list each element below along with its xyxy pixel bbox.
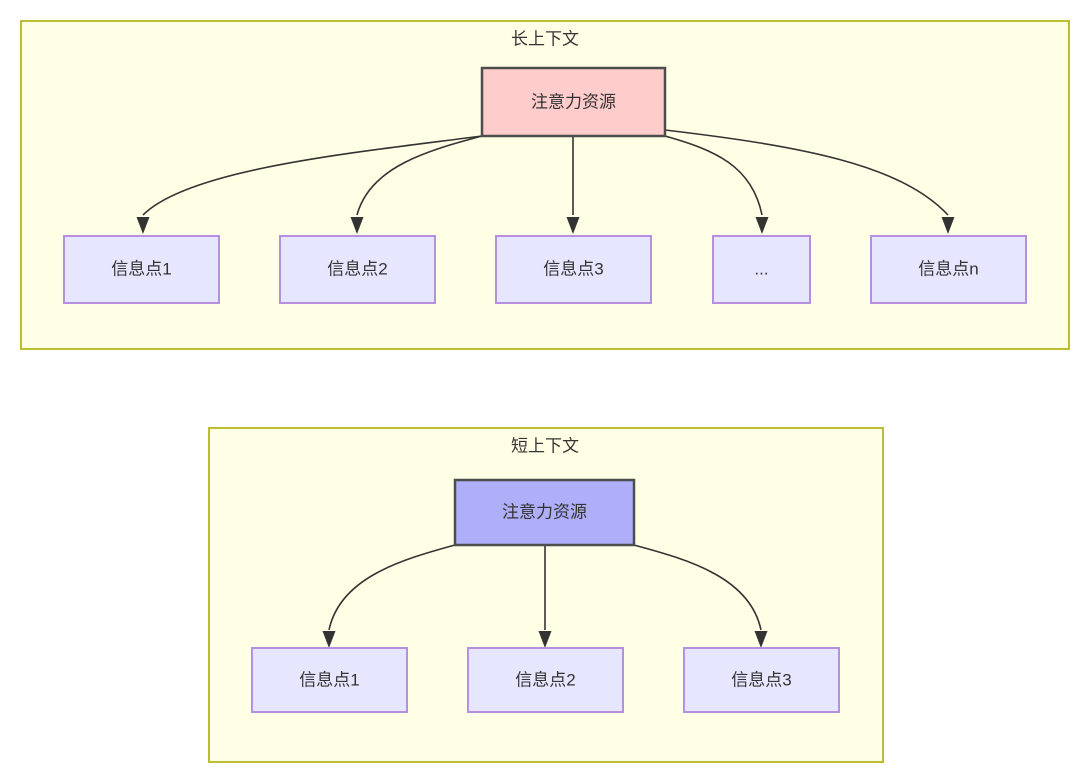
node-long-info-3-label: 信息点3 (543, 259, 603, 278)
edge-long-root-to-info-ellipsis (664, 135, 763, 216)
node-long-info-3[interactable]: 信息点3 (495, 235, 652, 304)
node-long-info-n-label: 信息点n (918, 259, 978, 278)
panel-long-context: 长上下文 注意 (20, 20, 1070, 350)
edge-long-root-to-info-1-arrowhead (136, 217, 150, 234)
node-short-info-1-label: 信息点1 (299, 670, 359, 689)
node-long-info-1[interactable]: 信息点1 (63, 235, 220, 304)
edge-short-root-to-info-3 (633, 544, 762, 631)
panel-long-context-title: 长上下文 (511, 29, 579, 48)
node-short-info-3-box[interactable] (683, 647, 840, 713)
edges-short-context (322, 544, 768, 648)
node-long-info-ellipsis-label: ... (754, 259, 768, 278)
edge-long-root-to-info-ellipsis-arrowhead (755, 217, 769, 234)
edge-long-root-to-info-n-arrowhead (941, 217, 955, 234)
node-short-attention[interactable]: 注意力资源 (453, 478, 636, 547)
node-short-info-2-label: 信息点2 (515, 670, 575, 689)
node-long-attention-box[interactable] (480, 66, 667, 138)
node-short-info-3[interactable]: 信息点3 (683, 647, 840, 713)
panel-short-context: 短上下文 注意力资源 信息点1 (208, 427, 884, 763)
node-short-attention-label: 注意力资源 (502, 502, 587, 521)
node-long-info-n[interactable]: 信息点n (870, 235, 1027, 304)
node-long-info-2[interactable]: 信息点2 (279, 235, 436, 304)
node-long-info-3-box[interactable] (495, 235, 652, 304)
node-long-attention-label: 注意力资源 (531, 92, 616, 111)
node-short-info-3-label: 信息点3 (731, 670, 791, 689)
node-long-info-ellipsis[interactable]: ... (712, 235, 811, 304)
node-long-info-n-box[interactable] (870, 235, 1027, 304)
node-short-info-1-box[interactable] (251, 647, 408, 713)
node-long-info-ellipsis-box[interactable] (712, 235, 811, 304)
edge-long-root-to-info-2-arrowhead (350, 217, 364, 234)
edges-long-context (136, 129, 955, 234)
edge-short-root-to-info-1 (328, 544, 456, 631)
node-long-info-2-box[interactable] (279, 235, 436, 304)
node-short-info-2-box[interactable] (467, 647, 624, 713)
node-long-info-1-box[interactable] (63, 235, 220, 304)
node-short-attention-box[interactable] (453, 478, 636, 547)
edge-short-root-to-info-3-arrowhead (754, 631, 768, 648)
node-long-info-2-label: 信息点2 (327, 259, 387, 278)
node-long-info-1-label: 信息点1 (111, 259, 171, 278)
node-short-info-1[interactable]: 信息点1 (251, 647, 408, 713)
edge-short-root-to-info-1-arrowhead (322, 631, 336, 648)
panel-short-context-title: 短上下文 (511, 436, 579, 455)
edge-long-root-to-info-3-arrowhead (566, 217, 580, 234)
node-long-attention[interactable]: 注意力资源 (480, 66, 667, 138)
edge-long-root-to-info-n (664, 129, 949, 216)
node-short-info-2[interactable]: 信息点2 (467, 647, 624, 713)
edge-short-root-to-info-2-arrowhead (538, 631, 552, 648)
edge-long-root-to-info-2 (356, 135, 483, 216)
edge-long-root-to-info-1 (142, 135, 483, 216)
